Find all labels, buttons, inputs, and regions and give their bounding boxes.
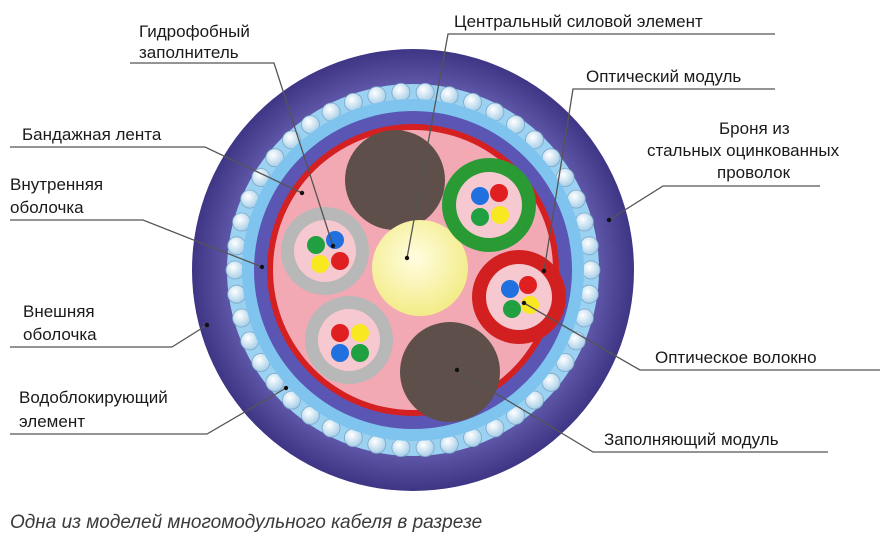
label-hydrophobic-filler-1: Гидрофобный — [139, 22, 250, 41]
central-strength-member — [372, 220, 468, 316]
armor-wire — [282, 390, 301, 410]
armor-wire — [225, 260, 245, 280]
figure-caption: Одна из моделей многомодульного кабеля в… — [10, 512, 483, 533]
armor-wires — [225, 83, 601, 458]
optical-module-lower-left — [305, 296, 393, 384]
armor-wire — [541, 372, 561, 392]
armor-wire — [391, 438, 411, 458]
optical-module-green — [442, 158, 536, 252]
label-outer-sheath-1: Внешняя — [23, 302, 95, 321]
optical-module-red — [472, 250, 566, 344]
optical-module-left — [281, 207, 369, 295]
cable-cross-section-diagram: Гидрофобный заполнитель Центральный сило… — [10, 12, 880, 491]
armor-wire — [282, 130, 301, 150]
armor-wire — [391, 83, 411, 102]
armor-wire — [415, 438, 435, 458]
label-hydrophobic-filler-2: заполнитель — [139, 43, 239, 62]
label-water-blocking-2: элемент — [19, 412, 85, 431]
armor-wire — [265, 372, 285, 392]
label-filler-module: Заполняющий модуль — [604, 430, 779, 449]
cable-body — [192, 49, 634, 491]
label-binding-tape: Бандажная лента — [22, 125, 162, 144]
label-water-blocking-1: Водоблокирующий — [19, 388, 168, 407]
label-inner-sheath-2: оболочка — [10, 198, 84, 217]
armor-wire — [265, 148, 285, 168]
armor-wire — [415, 83, 435, 102]
armor-wire — [525, 130, 544, 150]
label-inner-sheath-1: Внутренняя — [10, 175, 103, 194]
armor-wire — [525, 390, 544, 410]
label-armor-2: стальных оцинкованных — [647, 141, 840, 160]
label-optical-module: Оптический модуль — [586, 67, 741, 86]
label-armor-3: проволок — [717, 163, 791, 182]
labels: Гидрофобный заполнитель Центральный сило… — [10, 12, 840, 449]
label-central-strength-member: Центральный силовой элемент — [454, 12, 703, 31]
label-armor-1: Броня из — [719, 119, 790, 138]
filler-module-top — [345, 130, 445, 230]
filler-module-bottom — [400, 322, 500, 422]
label-outer-sheath-2: оболочка — [23, 325, 97, 344]
armor-wire — [541, 148, 561, 168]
leader-lines — [10, 33, 880, 453]
armor-wire — [581, 260, 601, 280]
label-optical-fiber: Оптическое волокно — [655, 348, 817, 367]
